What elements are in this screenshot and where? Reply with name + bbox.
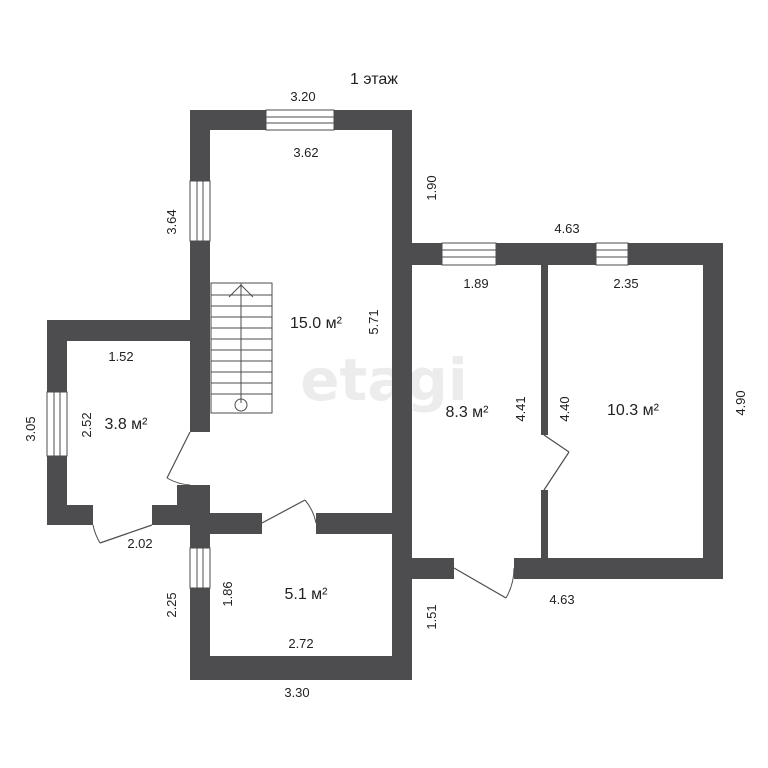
stair-start-icon (234, 398, 248, 412)
door-bath (261, 499, 317, 524)
doors (92, 431, 570, 599)
door-hall-left (166, 431, 191, 486)
window-vest-left (46, 391, 68, 457)
wall-hall-right (392, 110, 412, 680)
dim-vest-outer: 3.05 (23, 416, 38, 441)
dim-top-inner: 3.62 (293, 145, 318, 160)
room-area-room-a: 8.3 м² (445, 404, 489, 421)
window-hall-left (189, 180, 211, 242)
room-area-hall: 15.0 м² (290, 315, 343, 332)
wall-right-right (703, 243, 723, 579)
wall-right-bottom-left (392, 558, 454, 579)
windows (46, 109, 629, 589)
dim-bath-inner-bottom: 2.72 (288, 636, 313, 651)
dim-bath-outer-left: 2.25 (164, 592, 179, 617)
dim-room-b-left: 4.40 (557, 396, 572, 421)
dim-right-block-top: 4.63 (554, 221, 579, 236)
dim-vest-inner: 2.52 (79, 412, 94, 437)
window-room-a-top (441, 242, 497, 266)
room-area-bath: 5.1 м² (284, 586, 328, 603)
dim-room-a-right: 4.41 (513, 396, 528, 421)
dim-vest-bottom: 2.02 (127, 536, 152, 551)
walls (47, 110, 723, 680)
wall-right-bottom (514, 558, 723, 579)
window-hall-top (265, 109, 335, 131)
wall-vest-top (47, 320, 210, 341)
dim-bath-right: 1.51 (424, 604, 439, 629)
dim-hall-right: 5.71 (366, 309, 381, 334)
dim-right-block-outer: 4.90 (733, 390, 748, 415)
wall-bath-bottom (190, 656, 412, 680)
floor-title: 1 этаж (350, 71, 398, 88)
watermark-text: etagi (300, 346, 468, 414)
wall-vest-bottom-left (47, 505, 93, 525)
wall-vest-bottom-right (152, 505, 210, 525)
window-bath-left (189, 547, 211, 589)
dim-hall-right-upper: 1.90 (424, 175, 439, 200)
dim-bath-outer-bottom: 3.30 (284, 685, 309, 700)
wall-hall-left (190, 110, 210, 432)
dim-hall-left: 3.64 (164, 209, 179, 234)
dim-top-outer: 3.20 (290, 89, 315, 104)
dim-room-a-top: 1.89 (463, 276, 488, 291)
room-area-vestibule: 3.8 м² (104, 416, 148, 433)
wall-hall-bottom-right (316, 513, 412, 534)
wall-partition-upper (541, 243, 548, 435)
room-area-room-b: 10.3 м² (607, 402, 660, 419)
dim-right-block-bottom: 4.63 (549, 592, 574, 607)
wall-partition-lower (541, 490, 548, 579)
door-vest-bottom (92, 524, 153, 544)
dim-bath-inner-left: 1.86 (220, 581, 235, 606)
door-partition (543, 434, 570, 491)
staircase (210, 282, 273, 414)
dim-room-b-top: 2.35 (613, 276, 638, 291)
door-room-a (453, 567, 515, 599)
window-room-b-top (595, 242, 629, 266)
dim-vest-top: 1.52 (108, 349, 133, 364)
